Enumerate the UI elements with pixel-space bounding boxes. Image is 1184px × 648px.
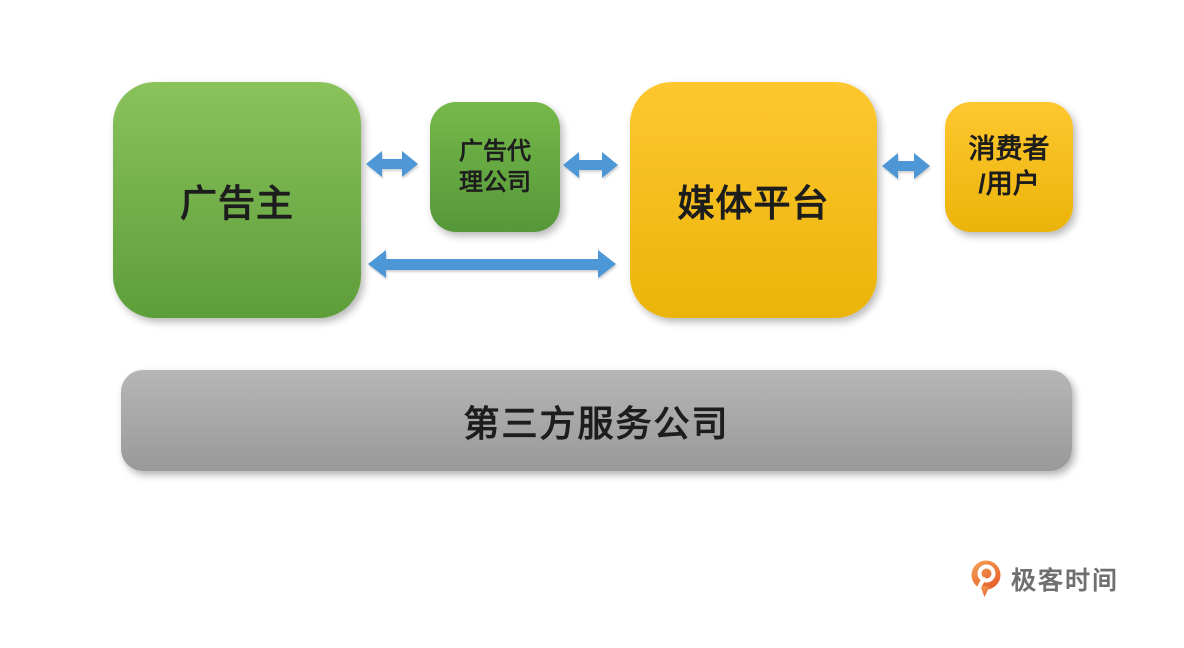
- node-media-platform: 媒体平台: [630, 82, 877, 318]
- arrow-advertiser-agency-icon: [366, 151, 418, 177]
- arrow-shaft: [579, 160, 602, 170]
- node-ad-agency-label-line2: 理公司: [459, 169, 531, 196]
- arrowhead-left-icon: [563, 152, 579, 178]
- node-consumer-user-label-line2: /用户: [978, 169, 1040, 199]
- arrowhead-left-icon: [366, 151, 382, 177]
- node-ad-agency: 广告代 理公司: [430, 102, 560, 232]
- arrowhead-right-icon: [602, 152, 618, 178]
- node-ad-agency-label-line1: 广告代: [459, 138, 531, 165]
- arrow-media-consumer-icon: [882, 153, 930, 179]
- node-third-party-service-label: 第三方服务公司: [463, 402, 730, 444]
- node-advertiser-label: 广告主: [180, 183, 294, 224]
- arrow-shaft: [386, 258, 598, 270]
- node-third-party-service: 第三方服务公司: [121, 370, 1072, 471]
- node-media-platform-label: 媒体平台: [677, 183, 830, 224]
- arrow-shaft: [898, 161, 914, 171]
- arrow-advertiser-media-icon: [368, 250, 616, 278]
- node-advertiser: 广告主: [113, 82, 361, 318]
- arrow-shaft: [382, 159, 402, 169]
- arrowhead-right-icon: [402, 151, 418, 177]
- geektime-logo: 极客时间: [970, 560, 1119, 598]
- geektime-logo-text: 极客时间: [1011, 567, 1120, 595]
- arrowhead-left-icon: [882, 153, 898, 179]
- geektime-logo-icon: [971, 560, 1001, 597]
- arrowhead-right-icon: [914, 153, 930, 179]
- arrowhead-left-icon: [368, 250, 386, 278]
- node-consumer-user-label-line1: 消费者: [968, 134, 1050, 164]
- arrowhead-right-icon: [598, 250, 616, 278]
- node-consumer-user: 消费者 /用户: [945, 102, 1073, 232]
- arrow-agency-media-icon: [563, 152, 618, 178]
